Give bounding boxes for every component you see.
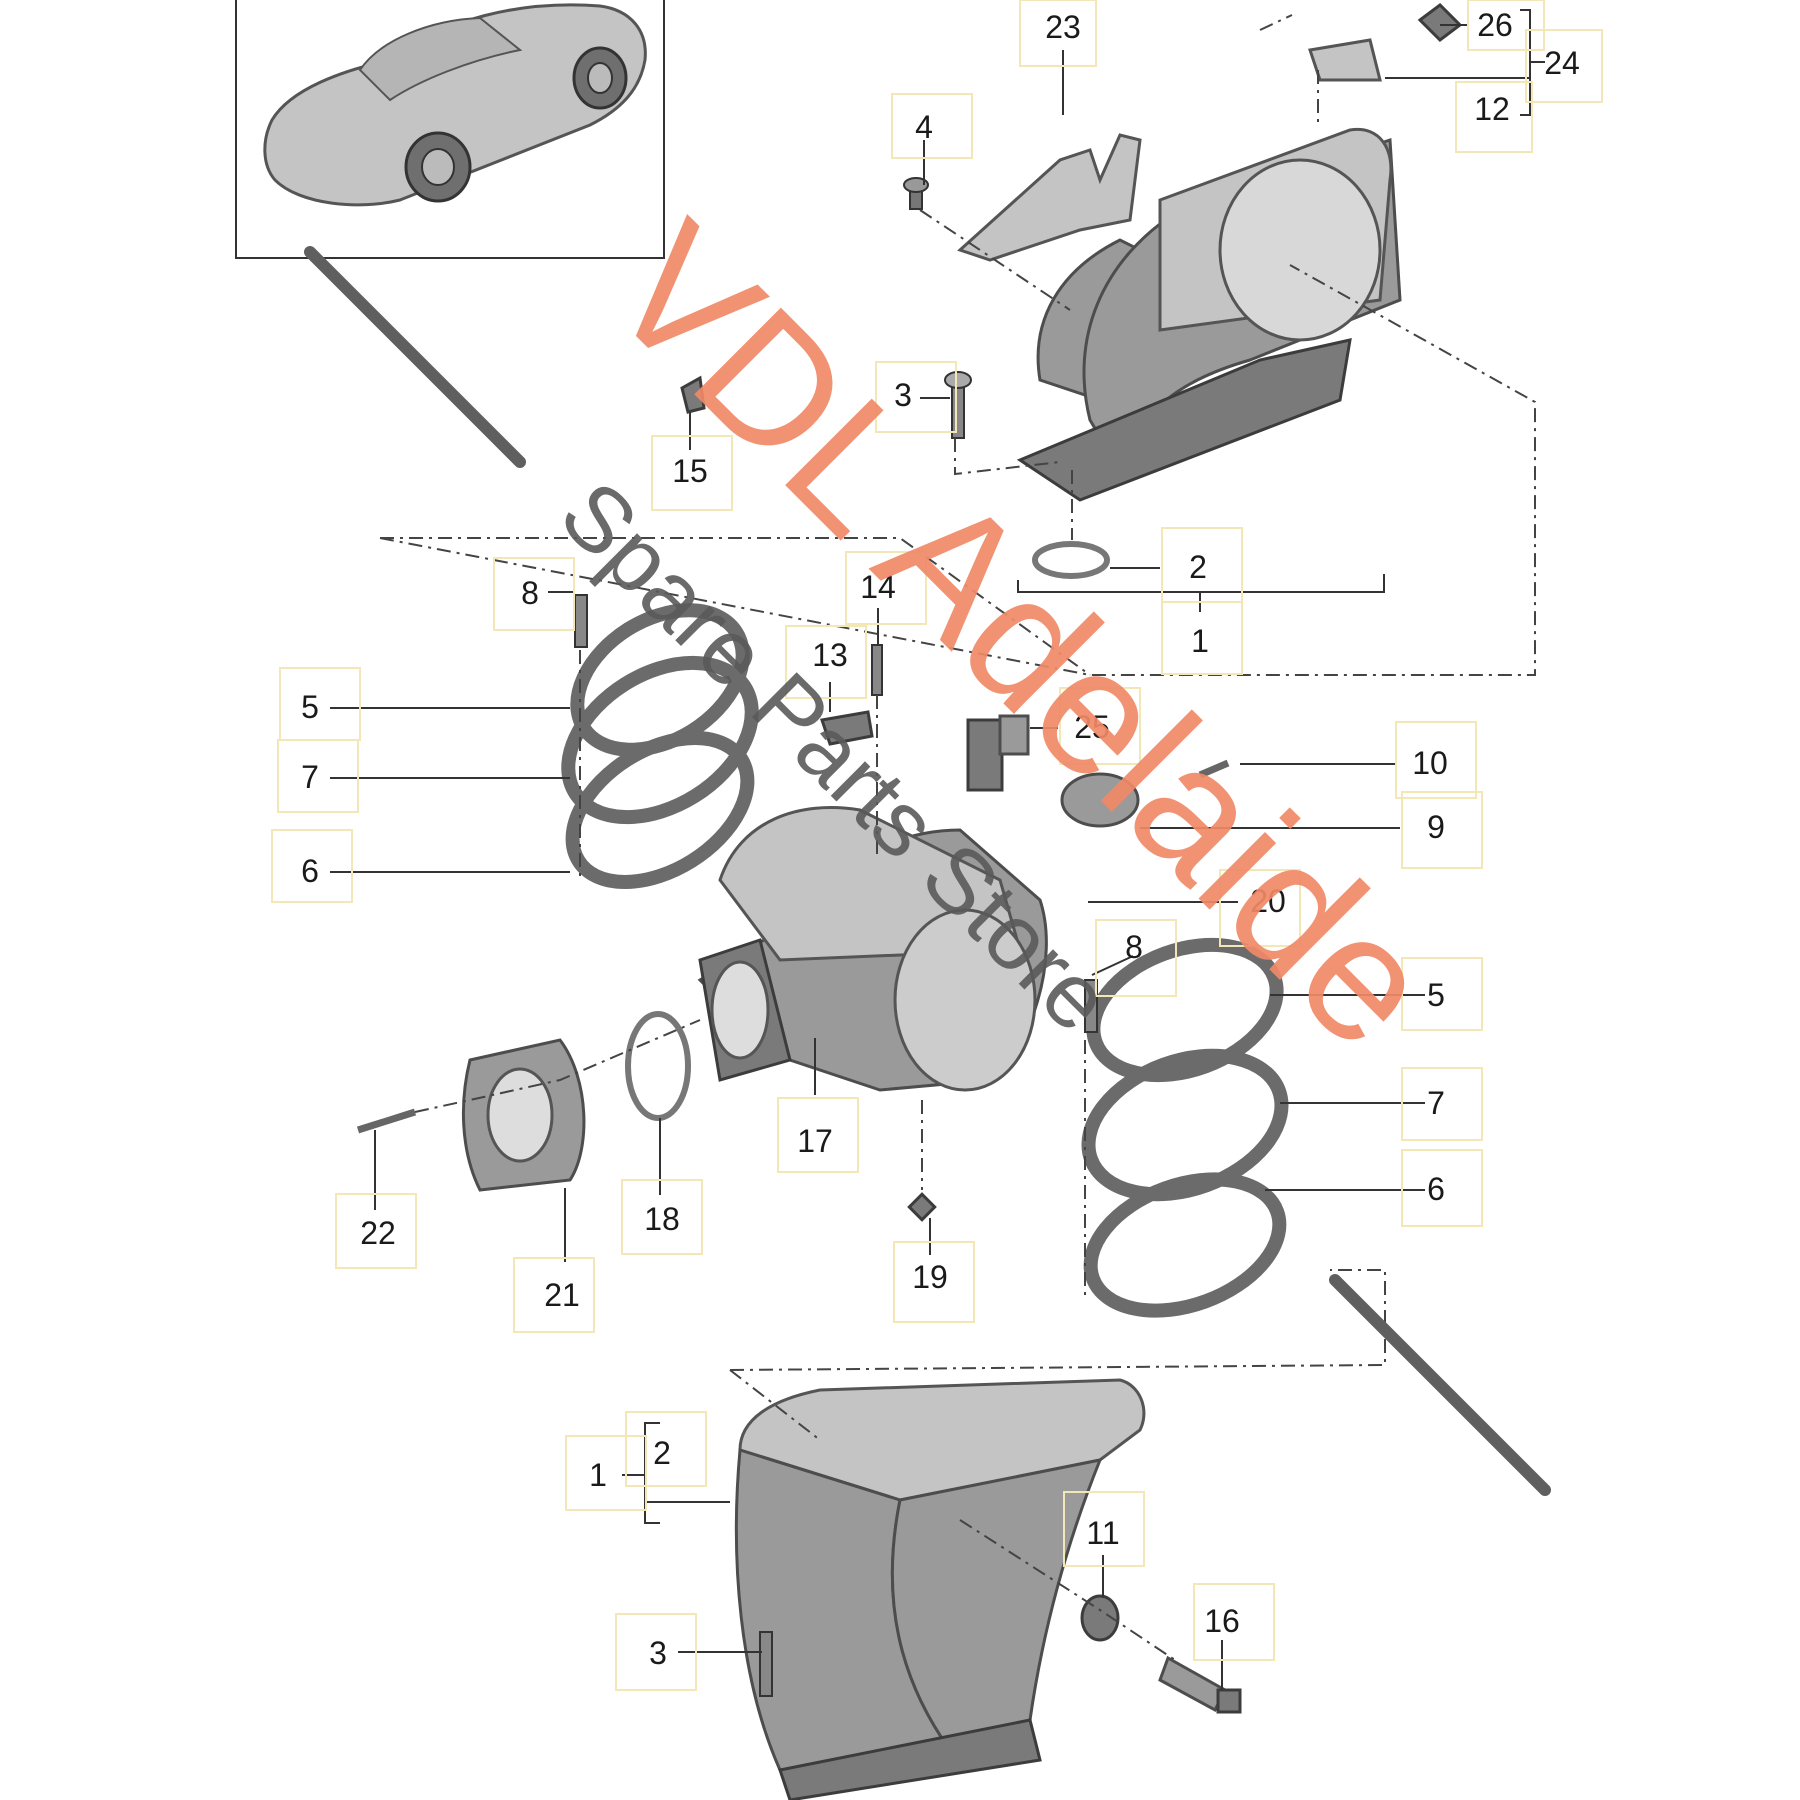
hose-clamp-right [1081, 937, 1289, 1318]
intake-plenum-17 [697, 806, 1048, 1092]
callout-labels: 23 26 24 12 4 3 15 2 [271, 0, 1603, 1691]
svg-text:24: 24 [1544, 45, 1580, 81]
svg-text:5: 5 [1427, 977, 1445, 1013]
watermark-bar-bottom [1329, 1274, 1551, 1496]
svg-text:17: 17 [797, 1123, 833, 1159]
svg-text:7: 7 [1427, 1085, 1445, 1121]
callout-12: 12 [1455, 81, 1533, 153]
callout-5-right: 5 [1401, 957, 1483, 1031]
callout-2-top: 2 [1161, 527, 1243, 603]
callout-3-top: 3 [875, 361, 957, 433]
seal-11 [1080, 1594, 1120, 1642]
svg-text:4: 4 [915, 109, 933, 145]
svg-text:9: 9 [1427, 809, 1445, 845]
callout-8-right: 8 [1095, 919, 1177, 997]
bolt-14 [871, 644, 883, 696]
bolt-3-bottom [759, 1631, 773, 1697]
car-icon [263, 3, 647, 207]
svg-text:25: 25 [1074, 709, 1110, 745]
svg-text:15: 15 [672, 453, 708, 489]
callout-3-bottom: 3 [615, 1613, 697, 1691]
svg-text:6: 6 [301, 853, 319, 889]
svg-text:20: 20 [1250, 883, 1286, 919]
svg-text:5: 5 [301, 689, 319, 725]
callout-6-right: 6 [1401, 1149, 1483, 1227]
svg-text:22: 22 [360, 1215, 396, 1251]
vehicle-thumbnail [235, 0, 665, 259]
callout-18: 18 [621, 1179, 703, 1255]
gasket-2-top [1032, 541, 1110, 579]
svg-text:2: 2 [1189, 549, 1207, 585]
callout-5-left: 5 [279, 667, 361, 741]
bolt-4 [903, 177, 929, 210]
svg-text:26: 26 [1477, 7, 1513, 43]
assembly-lines [379, 14, 1536, 1661]
callout-16: 16 [1193, 1583, 1275, 1661]
svg-text:11: 11 [1086, 1515, 1119, 1551]
svg-text:6: 6 [1427, 1171, 1445, 1207]
callout-26: 26 [1467, 0, 1545, 51]
callout-21: 21 [513, 1257, 595, 1333]
callout-24: 24 [1525, 29, 1603, 103]
callout-7-right: 7 [1401, 1067, 1483, 1141]
callout-17: 17 [777, 1097, 859, 1173]
actuator-9 [1060, 772, 1140, 828]
callout-7-left: 7 [277, 739, 359, 813]
callout-13: 13 [785, 625, 867, 699]
svg-text:13: 13 [812, 637, 848, 673]
callout-6-left: 6 [271, 829, 353, 903]
callout-11: 11 [1063, 1491, 1145, 1567]
sensor-16 [1158, 1655, 1242, 1714]
callout-9: 9 [1401, 791, 1483, 869]
callout-23: 23 [1019, 0, 1097, 67]
callout-4: 4 [891, 93, 973, 159]
svg-text:3: 3 [894, 377, 912, 413]
svg-text:23: 23 [1045, 9, 1081, 45]
svg-text:19: 19 [912, 1259, 948, 1295]
sensor-13 [820, 710, 874, 746]
lower-intake-manifold [734, 1378, 1146, 1800]
callout-25: 25 [1059, 687, 1141, 765]
svg-text:10: 10 [1412, 745, 1448, 781]
clip-15 [680, 375, 706, 414]
svg-text:21: 21 [544, 1277, 580, 1313]
callout-22: 22 [335, 1193, 417, 1269]
svg-text:8: 8 [521, 575, 539, 611]
callout-15: 15 [651, 435, 733, 511]
svg-text:14: 14 [860, 569, 896, 605]
clip-19 [907, 1192, 937, 1222]
callout-8-left: 8 [493, 557, 575, 631]
svg-text:16: 16 [1204, 1603, 1240, 1639]
callout-14: 14 [845, 551, 927, 625]
o-ring-18 [625, 1011, 691, 1121]
svg-text:1: 1 [589, 1457, 607, 1493]
callout-1-top: 1 [1161, 601, 1243, 675]
svg-text:2: 2 [653, 1435, 671, 1471]
bolt-8-left [574, 594, 588, 648]
sensor-bracket-part [1308, 3, 1463, 82]
svg-text:3: 3 [649, 1635, 667, 1671]
svg-text:18: 18 [644, 1201, 680, 1237]
watermark-bar-top [304, 246, 526, 468]
bolt-10 [1198, 759, 1230, 779]
upper-intake-manifold [1016, 127, 1402, 502]
callout-2-bottom: 2 [625, 1411, 707, 1487]
callout-10: 10 [1395, 721, 1477, 799]
throttle-body-21 [461, 1038, 586, 1192]
valve-25 [966, 714, 1030, 792]
callout-19: 19 [893, 1241, 975, 1323]
svg-text:7: 7 [301, 759, 319, 795]
callout-1-bottom: 1 [565, 1435, 647, 1511]
svg-text:1: 1 [1191, 623, 1209, 659]
bolt-22 [356, 1108, 417, 1134]
callout-20: 20 [1219, 869, 1301, 947]
svg-text:8: 8 [1125, 929, 1143, 965]
hose-clamp-left [561, 603, 759, 889]
bracket-part [957, 133, 1142, 262]
bolt-8-right [1084, 979, 1098, 1033]
svg-text:12: 12 [1474, 91, 1510, 127]
